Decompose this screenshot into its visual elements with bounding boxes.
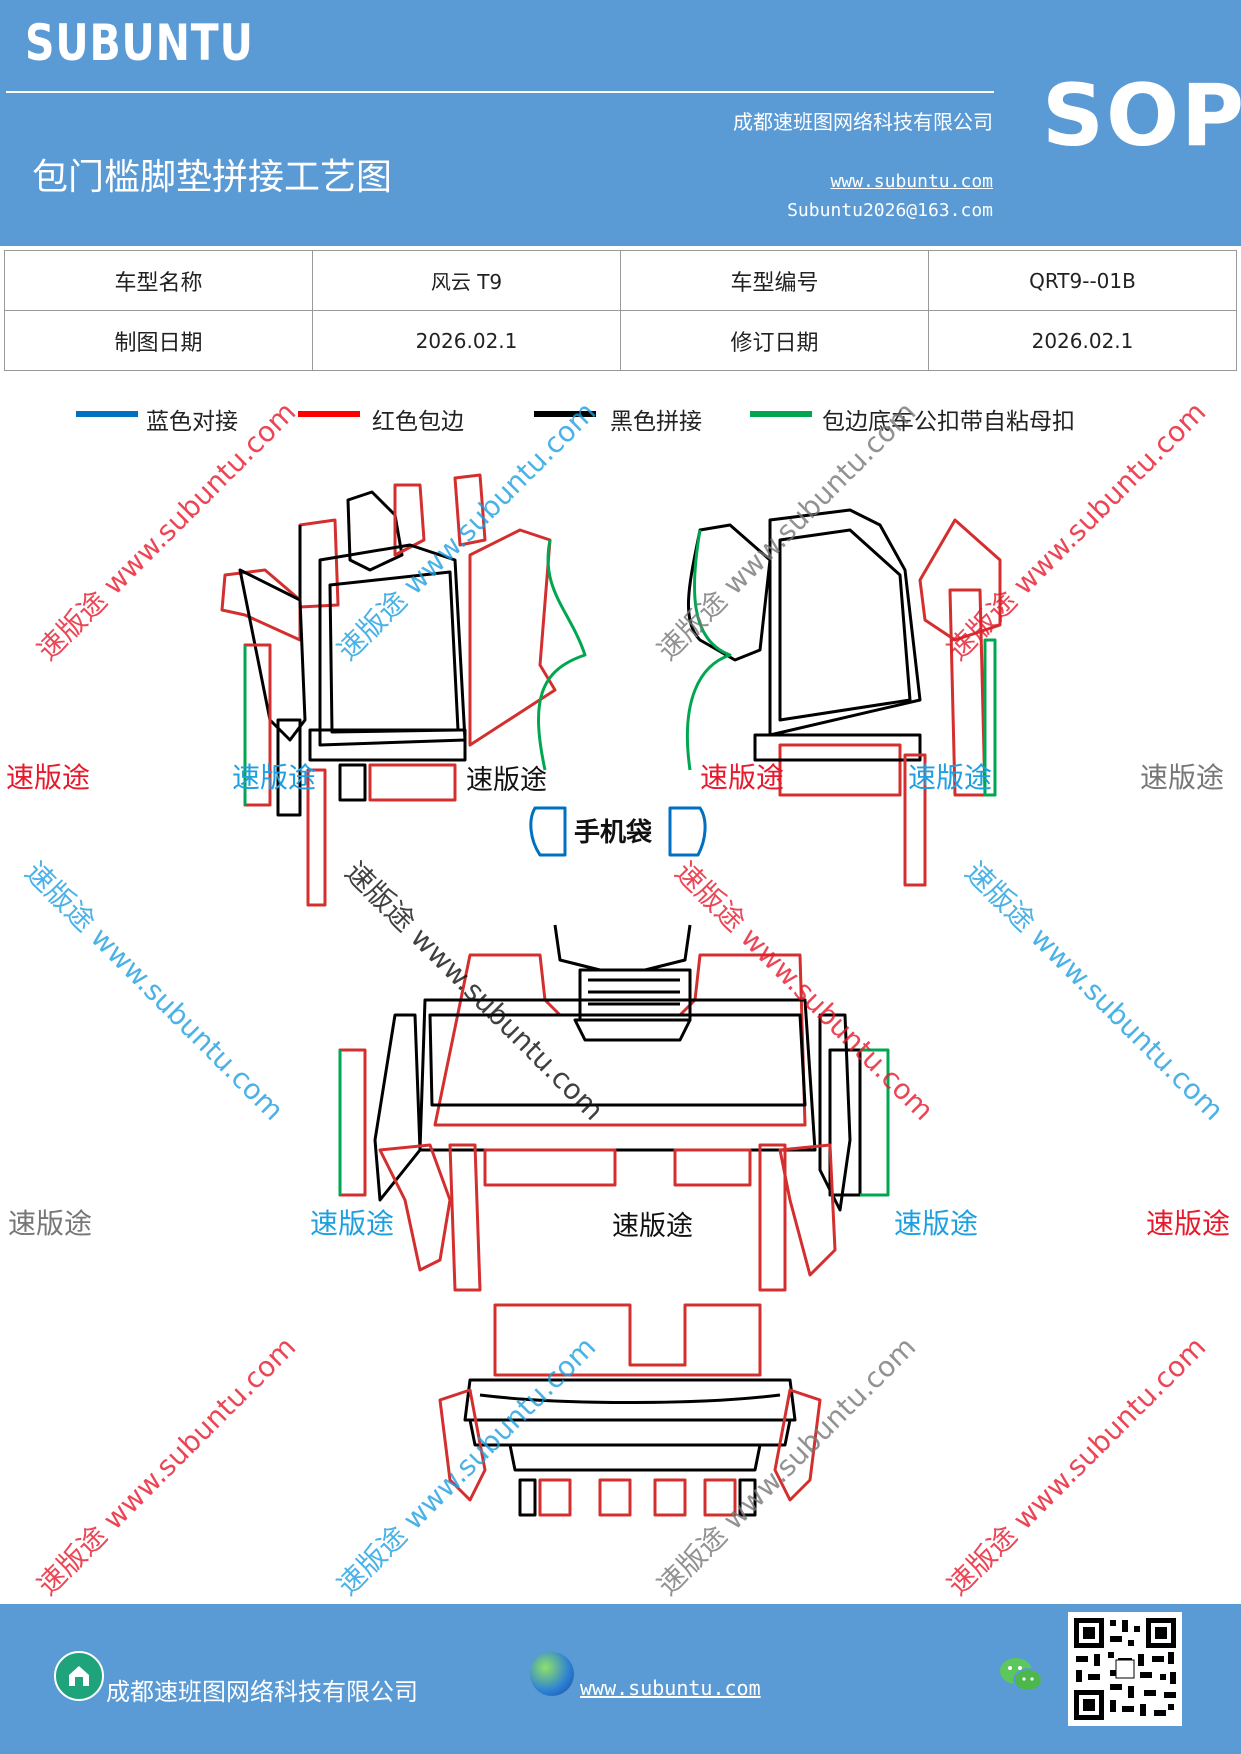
rear-row-mat <box>438 1303 822 1517</box>
brand-logo: SUBUNTU <box>25 14 254 72</box>
draw-date-value: 2026.02.1 <box>312 310 621 371</box>
legend-label: 包边底车公扣带自粘母扣 <box>822 409 1075 435</box>
qr-code <box>1068 1612 1182 1726</box>
draw-date-label: 制图日期 <box>4 310 313 371</box>
watermark-short: 速版途 <box>310 1207 395 1240</box>
model-code-value: QRT9--01B <box>928 250 1237 311</box>
watermark-short: 速版途 <box>894 1207 979 1240</box>
middle-row-mat <box>338 924 890 1292</box>
footer-website-link[interactable]: www.subuntu.com <box>580 1676 761 1700</box>
table-row: 车型名称 风云 T9 车型编号 QRT9--01B <box>4 250 1237 311</box>
header-banner: SUBUNTU 包门槛脚垫拼接工艺图 成都速班图网络科技有限公司 www.sub… <box>0 0 1241 246</box>
header-divider <box>6 91 994 93</box>
legend-label: 红色包边 <box>372 409 464 435</box>
watermark-short: 速版途 <box>908 761 993 794</box>
table-row: 制图日期 2026.02.1 修订日期 2026.02.1 <box>4 310 1237 371</box>
watermark-short: 速版途 <box>8 1207 93 1240</box>
home-icon <box>54 1651 104 1701</box>
legend-swatch <box>750 411 812 417</box>
watermark-short: 速版途 <box>6 761 91 794</box>
legend-label: 黑色拼接 <box>610 409 702 435</box>
phone-bag-pieces <box>529 806 707 857</box>
model-name-label: 车型名称 <box>4 250 313 311</box>
website-link[interactable]: www.subuntu.com <box>830 171 993 192</box>
email-address: Subuntu2026@163.com <box>787 200 993 221</box>
floor-mat-pattern-diagram <box>220 473 1002 1517</box>
piece-label: 速版途 <box>466 765 547 796</box>
document-title: 包门槛脚垫拼接工艺图 <box>32 157 393 198</box>
revise-date-value: 2026.02.1 <box>928 310 1237 371</box>
wechat-icon <box>998 1656 1044 1700</box>
model-code-label: 车型编号 <box>620 250 929 311</box>
company-name: 成都速班图网络科技有限公司 <box>733 110 993 134</box>
sop-badge: SOP <box>1042 66 1241 166</box>
watermark-short: 速版途 <box>232 761 317 794</box>
watermark-short: 速版途 <box>1146 1207 1231 1240</box>
front-right-mat <box>685 508 1002 887</box>
revise-date-label: 修订日期 <box>620 310 929 371</box>
model-info-table: 车型名称 风云 T9 车型编号 QRT9--01B 制图日期 2026.02.1… <box>4 250 1237 371</box>
model-name-value: 风云 T9 <box>312 250 621 311</box>
legend-swatch <box>76 411 138 417</box>
piece-label: 速版途 <box>612 1211 693 1242</box>
phone-bag-label: 手机袋 <box>574 818 653 848</box>
footer-company-name: 成都速班图网络科技有限公司 <box>106 1678 418 1706</box>
front-left-mat <box>220 473 587 907</box>
legend-swatch <box>534 411 596 417</box>
legend-swatch <box>298 411 360 417</box>
watermark-short: 速版途 <box>1140 761 1225 794</box>
globe-icon <box>530 1652 574 1696</box>
legend-label: 蓝色对接 <box>146 409 238 435</box>
watermark-short: 速版途 <box>700 761 785 794</box>
